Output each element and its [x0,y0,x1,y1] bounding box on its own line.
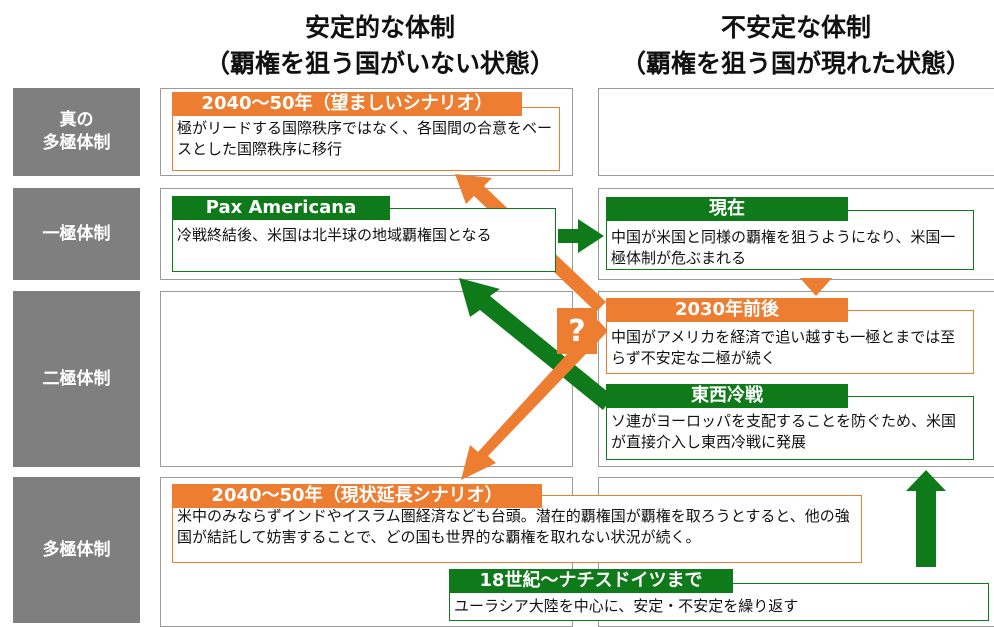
coldwar-header: 東西冷戦 [606,384,848,408]
orange-arrow-question-to-statusquo [461,320,608,480]
desirable-header: 2040～50年（望ましいシナリオ） [172,92,522,116]
green-arrow-coldwar-to-pax [459,278,613,410]
pax-text: 冷戦終結後、米国は北半球の地域覇権国となる [177,226,492,244]
green-arrow-18c-to-coldwar [906,470,946,567]
status-quo-header: 2040～50年（現状延長シナリオ） [172,484,542,508]
current-header: 現在 [606,197,848,221]
row-label-multipolar: 多極体制 [13,477,140,623]
y2030-header: 2030年前後 [606,298,848,322]
coldwar-text: ソ連がヨーロッパを支配することを防ぐため、米国が直接介入し東西冷戦に発展 [611,412,957,451]
row-label-unipolar: 一極体制 [13,188,140,280]
stable-title: 安定的な体制 [304,13,455,42]
status-quo-text: 米中のみならずインドやイスラム圏経済なども台頭。潜在的覇権国が覇権を取ろうとする… [177,507,850,546]
box-cold-war: ソ連がヨーロッパを支配することを防ぐため、米国が直接介入し東西冷戦に発展 [606,396,974,460]
unstable-title: 不安定な体制 [720,13,871,42]
c18-header: 18世紀～ナチスドイツまで [449,569,733,593]
box-desirable-scenario: 極がリードする国際秩序ではなく、各国間の合意をベースとした国際秩序に移行 [172,107,560,171]
pax-header: Pax Americana [172,196,390,220]
unstable-column-title: 不安定な体制 （覇権を狙う国が現れた状態） [598,10,994,82]
green-arrow-pax-to-current [558,219,604,253]
stable-subtitle: （覇権を狙う国がいない状態） [204,49,555,78]
y2030-text: 中国がアメリカを経済で追い越すも一極とまでは至らず不安定な二極が続く [611,328,956,367]
cell-unstable-true-multipolar [598,88,994,176]
unstable-subtitle: （覇権を狙う国が現れた状態） [620,49,971,78]
row-label-bipolar: 二極体制 [13,291,140,467]
box-status-quo-scenario: 米中のみならずインドやイスラム圏経済なども台頭。潜在的覇権国が覇権を取ろうとする… [172,495,862,563]
desirable-text: 極がリードする国際秩序ではなく、各国間の合意をベースとした国際秩序に移行 [177,119,553,158]
c18-text: ユーラシア大陸を中心に、安定・不安定を繰り返す [454,597,799,615]
row-label-true-multipolar: 真の 多極体制 [13,88,140,176]
stable-column-title: 安定的な体制 （覇権を狙う国がいない状態） [165,10,595,82]
current-text: 中国が米国と同様の覇権を狙うようになり、米国一極体制が危ぶまれる [611,228,956,267]
question-mark-badge: ? [557,308,597,354]
orange-arrow-current-to-2030 [800,278,832,296]
